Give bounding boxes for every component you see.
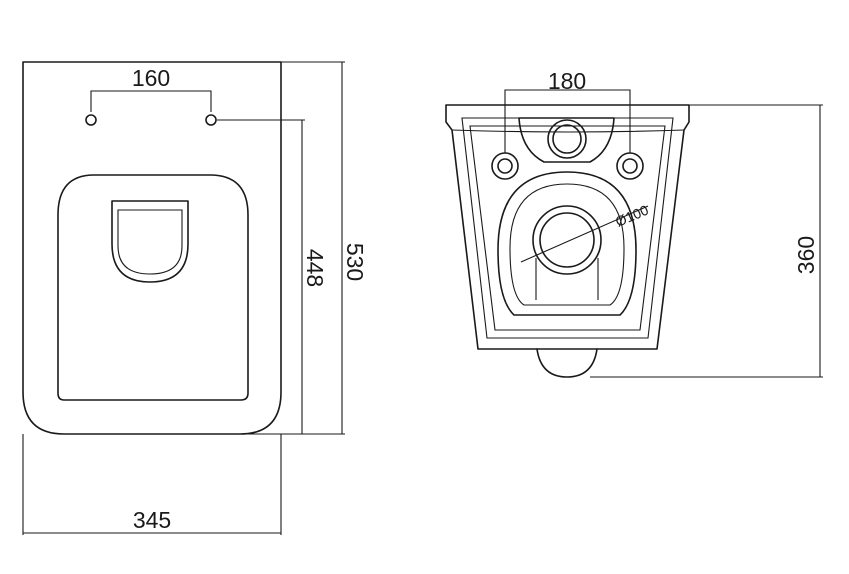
front-view-flush-inlet-inner (552, 124, 582, 154)
top-view-outline (22, 61, 282, 435)
front-view-flush-inlet-outer (547, 119, 587, 159)
dim-345-label: 345 (133, 507, 171, 533)
top-view-mounting-hole-right (205, 114, 217, 126)
dim-d100-line (520, 205, 649, 263)
front-view-mounting-hole-right-inner (622, 158, 638, 174)
front-view-inner-outline-2 (469, 125, 666, 331)
dim-180-line (504, 89, 631, 153)
front-view-mounting-hole-left-inner (497, 158, 513, 174)
dim-345-line (22, 434, 282, 535)
dim-530-line (281, 61, 345, 435)
top-view-bowl-opening (111, 200, 189, 283)
front-view-bowl-mid (509, 183, 625, 306)
dim-360-line (590, 104, 823, 378)
dim-448-label: 448 (302, 249, 328, 287)
front-view-top-recess (518, 117, 615, 163)
front-view: Ø100 180 360 (445, 68, 823, 378)
top-view: 160 345 448 530 (22, 61, 368, 535)
front-view-outlet-outer (532, 205, 602, 275)
top-view-bowl-opening-inner (117, 209, 183, 275)
dim-d100-label: Ø100 (613, 202, 651, 230)
front-view-outlet-inner (539, 212, 595, 268)
front-view-mounting-hole-right-outer (616, 152, 644, 180)
top-view-mounting-hole-left (85, 114, 97, 126)
top-view-seat (57, 174, 249, 401)
dim-448-line (217, 119, 305, 435)
front-view-outlet-tube (535, 258, 599, 300)
dim-180-label: 180 (548, 68, 586, 94)
front-view-outline (445, 104, 690, 350)
dim-530-label: 530 (342, 243, 368, 281)
dim-160-label: 160 (132, 65, 170, 91)
dim-360-label: 360 (793, 236, 819, 274)
front-view-outlet-pipe (536, 348, 598, 378)
front-view-mounting-hole-left-outer (491, 152, 519, 180)
front-view-bowl-outer (497, 171, 637, 316)
front-view-rim (451, 129, 685, 133)
dim-160-line (90, 90, 212, 112)
